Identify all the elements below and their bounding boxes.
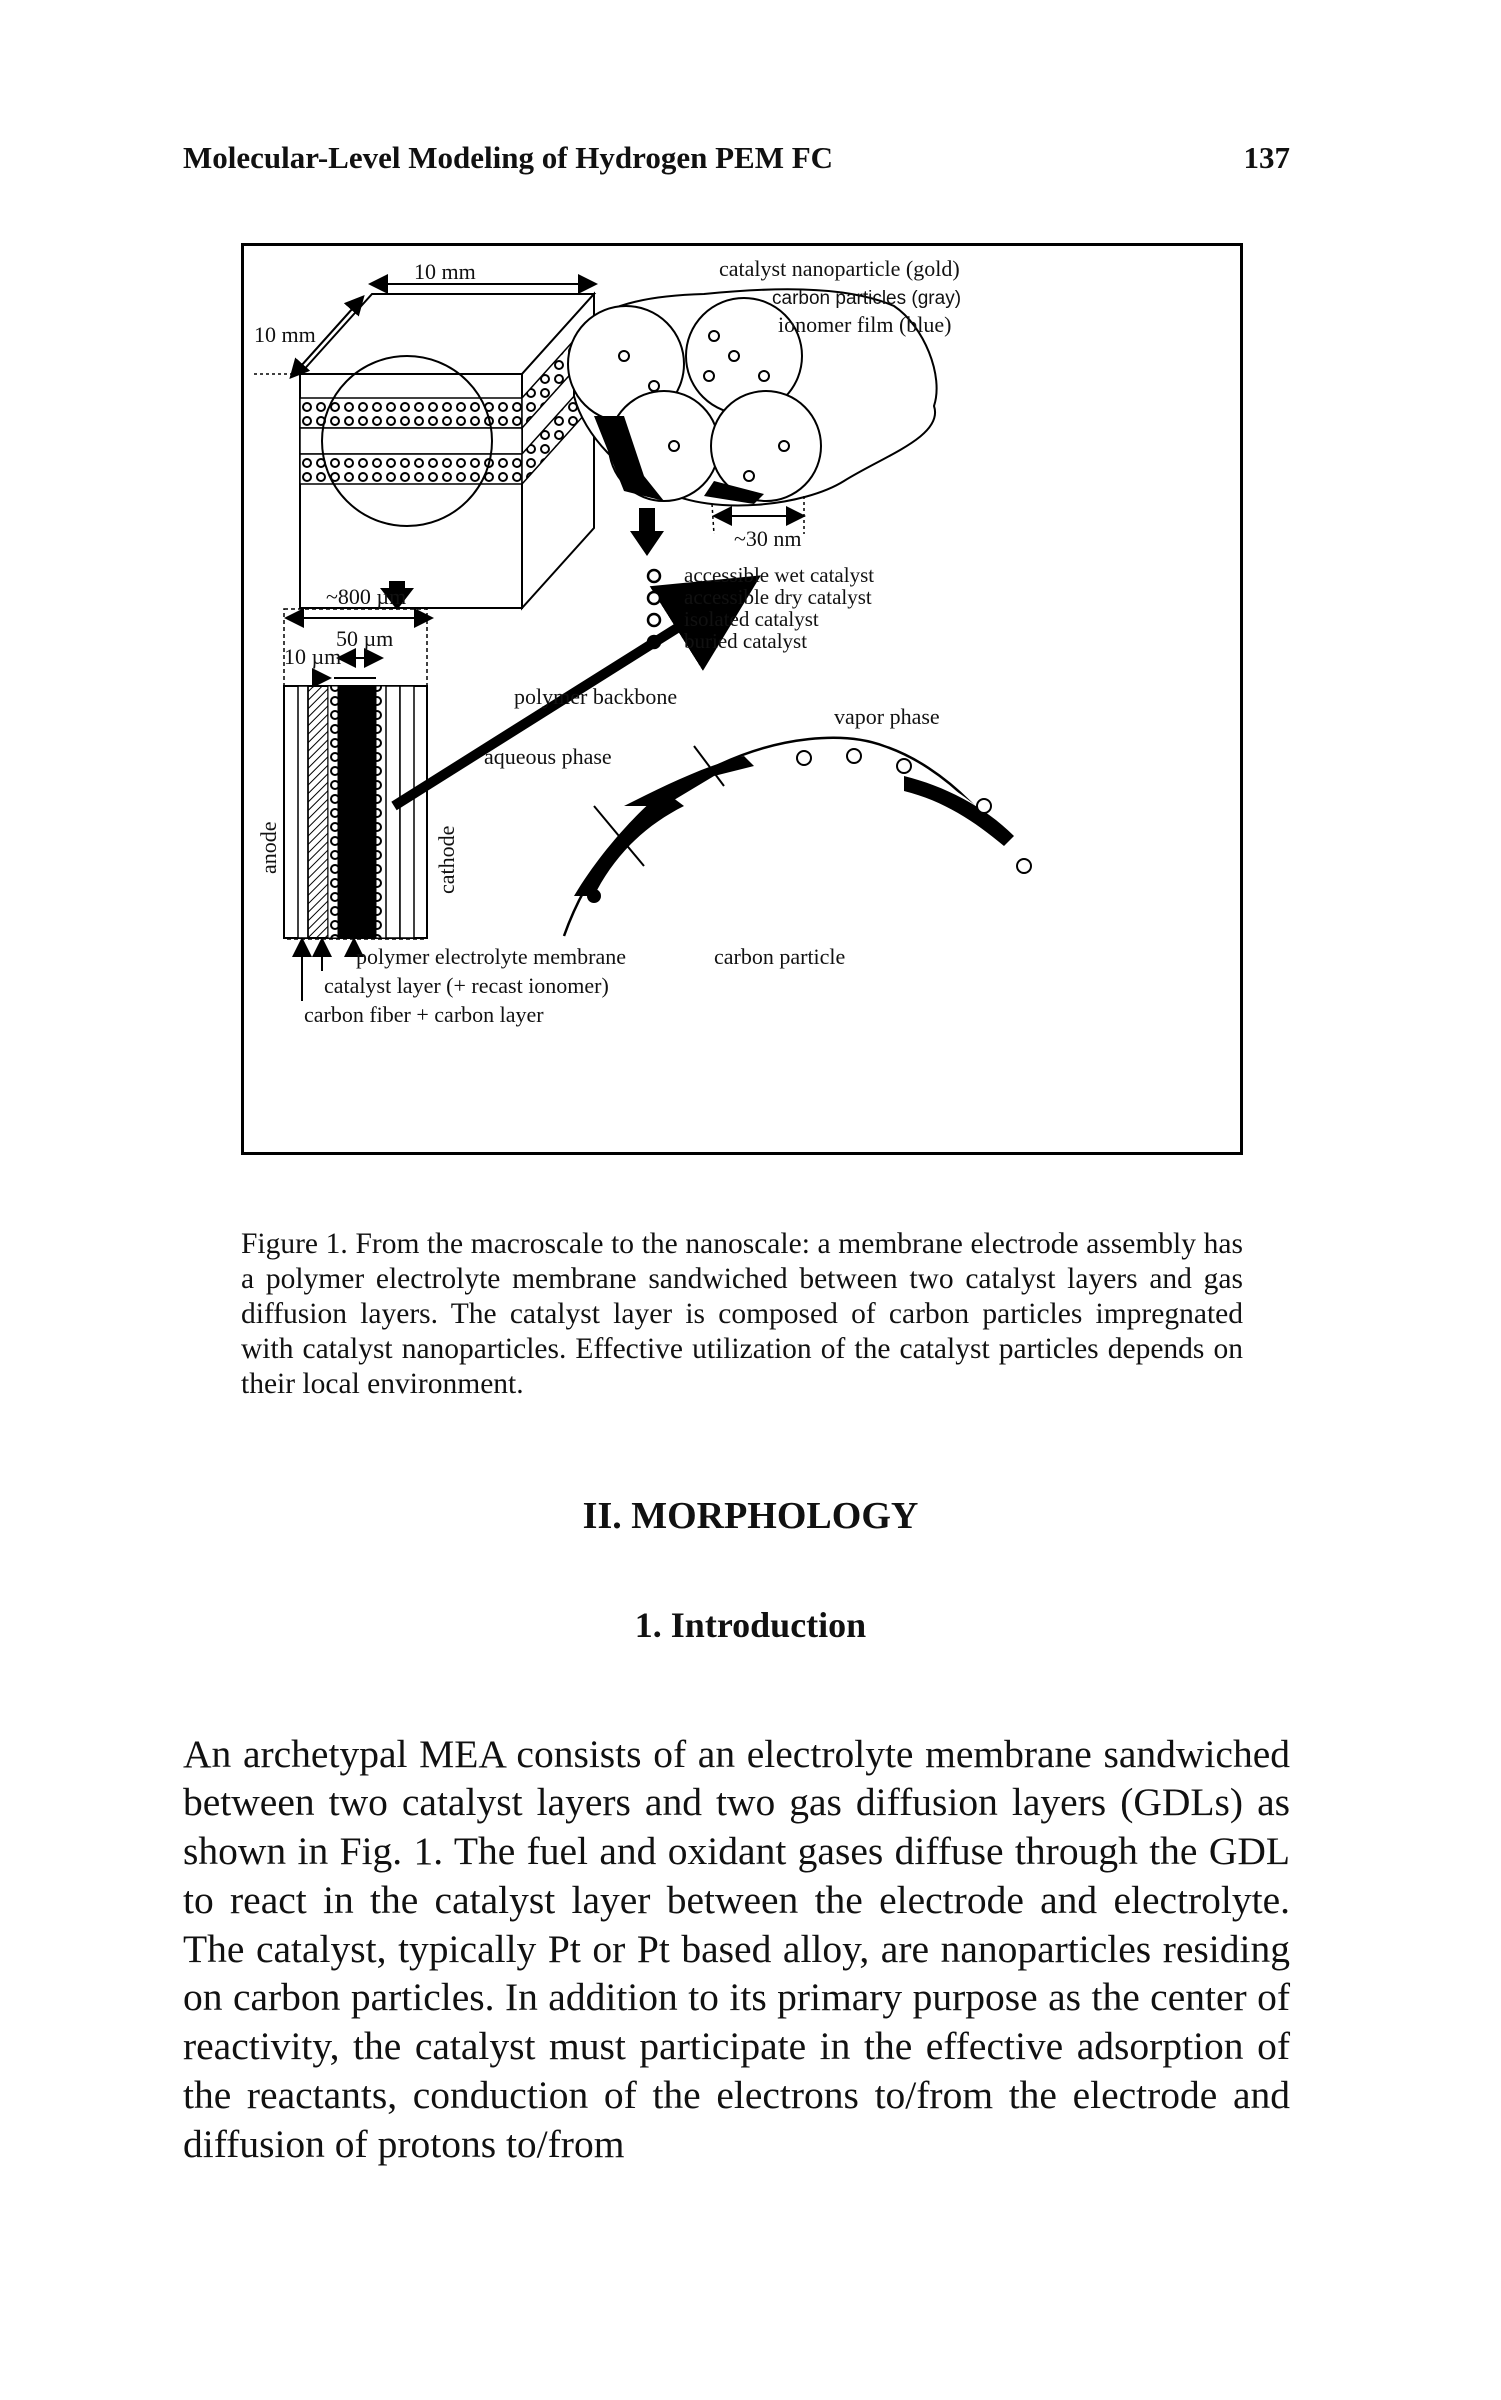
down-arrow-icon — [380, 581, 414, 610]
label-50um: 50 µm — [336, 626, 393, 651]
zoom-arrow — [391, 575, 761, 811]
legend-item-wet: accessible wet catalyst — [684, 563, 874, 587]
catalyst-legend: accessible wet catalyst accessible dry c… — [646, 563, 874, 653]
label-catalyst-layer: catalyst layer (+ recast ionomer) — [324, 973, 609, 998]
figure-diagram: 10 mm 10 mm ~800 µm 50 µm — [254, 256, 1044, 1027]
label-aqueous-phase: aqueous phase — [484, 744, 612, 769]
section-heading: II. MORPHOLOGY — [582, 1495, 919, 1537]
legend-item-dry: accessible dry catalyst — [684, 585, 872, 609]
carbon-particle-surface — [562, 736, 1044, 937]
carbon-agglomerate — [567, 288, 938, 535]
legend-item-buried: buried catalyst — [684, 629, 807, 653]
label-10um: 10 µm — [284, 644, 341, 669]
subsection-heading: 1. Introduction — [634, 1605, 867, 1645]
label-cathode: cathode — [434, 826, 459, 894]
label-vapor-phase: vapor phase — [834, 704, 940, 729]
label-carbon-particle: carbon particle — [714, 944, 845, 969]
label-10mm-left: 10 mm — [254, 322, 316, 347]
label-polymer-backbone: polymer backbone — [514, 684, 677, 709]
label-anode: anode — [256, 821, 281, 874]
label-800um: ~800 µm — [326, 584, 406, 609]
label-carbon-fiber: carbon fiber + carbon layer — [304, 1002, 544, 1027]
label-10mm-top: 10 mm — [414, 259, 476, 284]
running-head: Molecular-Level Modeling of Hydrogen PEM… — [183, 140, 1290, 184]
label-membrane: polymer electrolyte membrane — [356, 944, 626, 969]
figure-caption: Figure 1. From the macroscale to the nan… — [241, 1227, 1243, 1400]
mea-cross-section — [283, 608, 434, 1001]
down-arrow-icon — [630, 508, 664, 556]
label-ionomer-film: ionomer film (blue) — [778, 312, 952, 337]
figure-1: 10 mm 10 mm ~800 µm 50 µm — [241, 243, 1243, 1155]
body-paragraph: An archetypal MEA consists of an electro… — [183, 1731, 1290, 2166]
mea-block — [254, 274, 598, 611]
page-number: 137 — [1243, 140, 1291, 175]
legend-item-isolated: isolated catalyst — [684, 607, 819, 631]
label-30nm: ~30 nm — [734, 526, 802, 551]
label-catalyst-nanoparticle: catalyst nanoparticle (gold) — [719, 256, 960, 281]
label-carbon-particles: carbon particles (gray) — [772, 288, 961, 309]
running-title: Molecular-Level Modeling of Hydrogen PEM… — [183, 140, 834, 175]
